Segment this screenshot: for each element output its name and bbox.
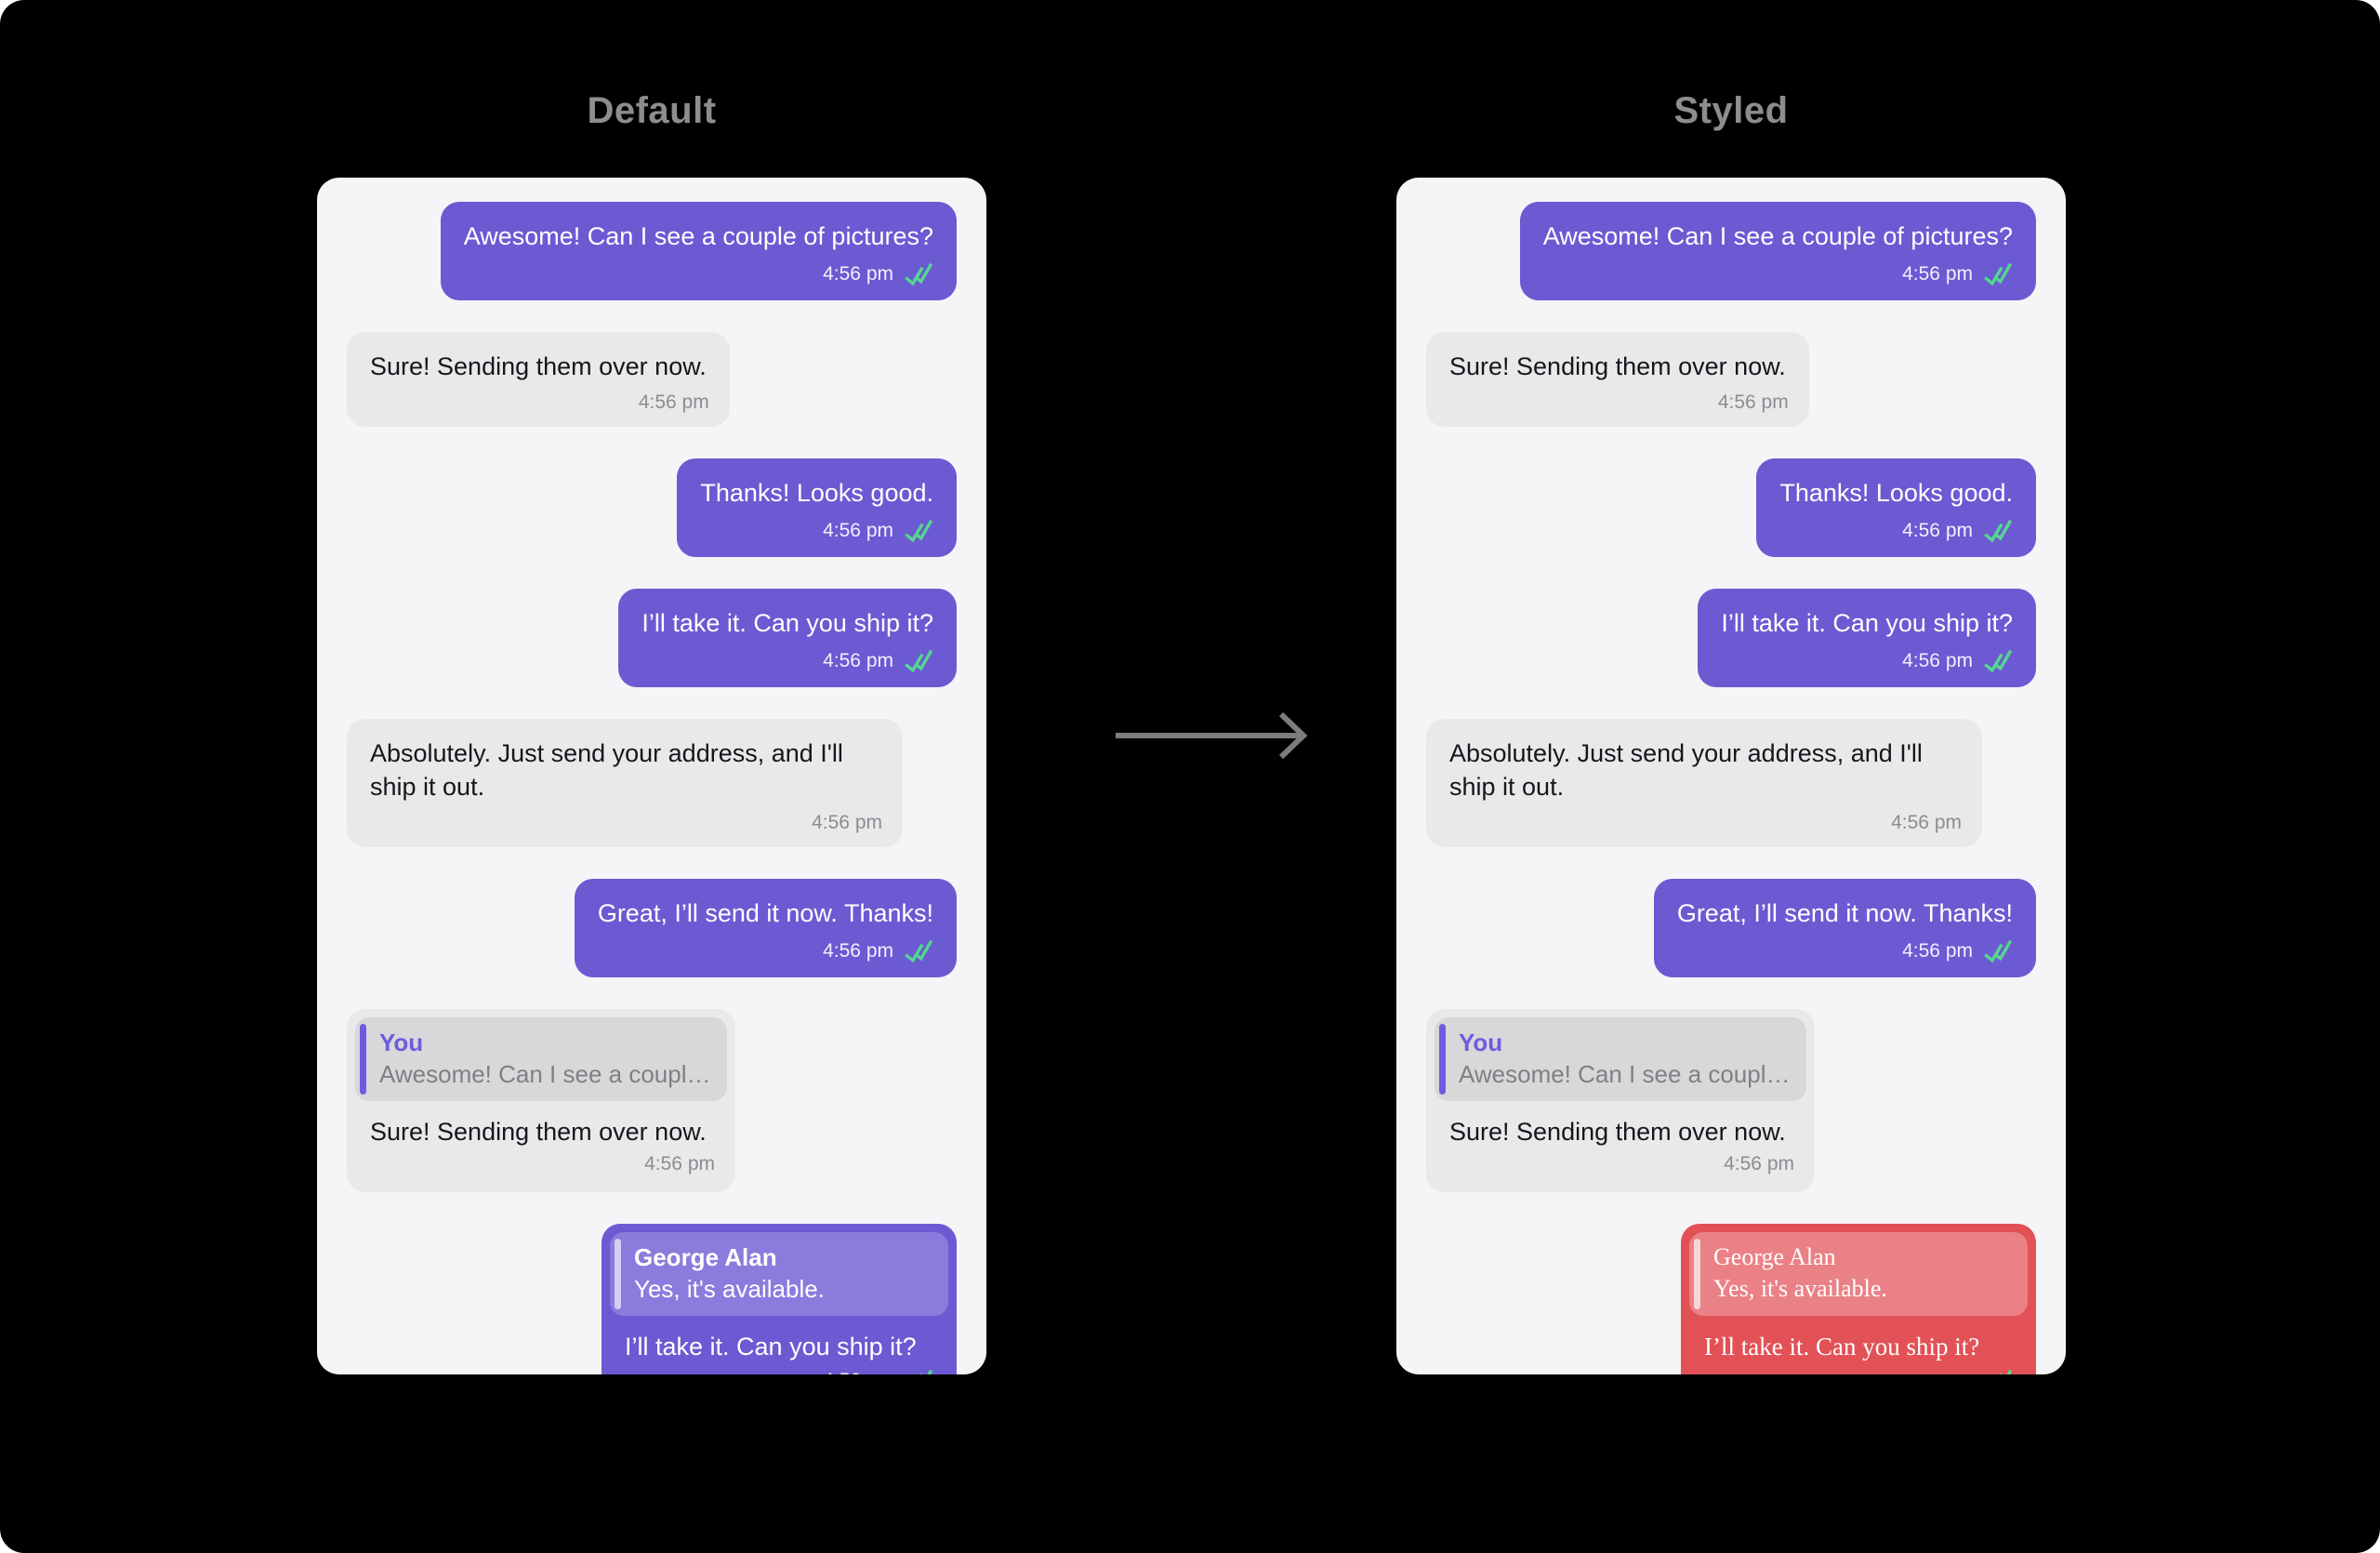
transform-arrow-icon xyxy=(1112,707,1315,764)
message-text: I’ll take it. Can you ship it? xyxy=(641,609,933,637)
message-outgoing: I’ll take it. Can you ship it? 4:56 pm xyxy=(1698,589,2036,687)
message-meta: 4:56 pm xyxy=(1654,937,2036,977)
reply-accent-bar xyxy=(1694,1239,1700,1309)
message-time: 4:56 pm xyxy=(1717,392,1789,413)
reply-text: Yes, it's available. xyxy=(634,1275,825,1303)
message-outgoing: Awesome! Can I see a couple of pictures?… xyxy=(1519,202,2036,300)
reply-text: Yes, it's available. xyxy=(1713,1275,1887,1302)
message-outgoing: Awesome! Can I see a couple of pictures?… xyxy=(440,202,957,300)
message-meta: 4:56 pm xyxy=(441,260,957,300)
message-time: 4:56 pm xyxy=(1902,650,1973,671)
panel-title-default: Default xyxy=(587,90,717,131)
message-text: Sure! Sending them over now. xyxy=(370,352,707,380)
message-meta: 4:56 pm xyxy=(355,1152,727,1184)
reply-author: You xyxy=(379,1029,424,1056)
message-text: Thanks! Looks good. xyxy=(1779,479,2013,507)
reply-accent-bar xyxy=(1439,1024,1446,1095)
message-text: I’ll take it. Can you ship it? xyxy=(1721,609,2013,637)
double-check-icon xyxy=(902,517,938,547)
double-check-icon xyxy=(902,1367,938,1374)
message-outgoing: Great, I’ll send it now. Thanks! 4:56 pm xyxy=(574,879,957,977)
double-check-icon xyxy=(1981,517,2017,547)
message-meta: 4:56 pm xyxy=(1435,1152,1806,1184)
message-time: 4:56 pm xyxy=(1724,1153,1794,1175)
message-text: Sure! Sending them over now. xyxy=(370,1118,707,1146)
message-time: 4:56 pm xyxy=(823,520,893,541)
message-outgoing: Thanks! Looks good. 4:56 pm xyxy=(677,458,957,557)
message-time: 4:56 pm xyxy=(1902,940,1973,962)
double-check-icon xyxy=(902,647,938,677)
message-meta: 4:56 pm xyxy=(1689,1367,2028,1374)
panel-title-styled: Styled xyxy=(1673,90,1789,131)
message-meta: 4:56 pm xyxy=(575,937,957,977)
double-check-icon xyxy=(1981,1367,2017,1374)
message-meta: 4:56 pm xyxy=(347,391,730,427)
message-text: Great, I’ll send it now. Thanks! xyxy=(1676,899,2013,927)
chat-panel-default[interactable]: Awesome! Can I see a couple of pictures?… xyxy=(317,178,986,1374)
double-check-icon xyxy=(1981,260,2017,290)
chat-panel-styled[interactable]: Awesome! Can I see a couple of pictures?… xyxy=(1396,178,2066,1374)
reply-author: George Alan xyxy=(634,1243,777,1271)
message-time: 4:56 pm xyxy=(1902,520,1973,541)
message-meta: 4:56 pm xyxy=(1756,517,2036,557)
message-time: 4:56 pm xyxy=(823,263,893,285)
message-text: Awesome! Can I see a couple of pictures? xyxy=(1542,222,2013,250)
reply-text: Awesome! Can I see a couple of… xyxy=(1459,1060,1793,1088)
double-check-icon xyxy=(902,937,938,967)
double-check-icon xyxy=(1981,937,2017,967)
message-incoming: Sure! Sending them over now. 4:56 pm xyxy=(347,332,730,427)
message-meta: 4:56 pm xyxy=(610,1367,948,1374)
message-incoming: Sure! Sending them over now. 4:56 pm xyxy=(1426,332,1809,427)
message-time: 4:56 pm xyxy=(1909,1369,1973,1374)
message-time: 4:56 pm xyxy=(644,1153,715,1175)
message-text: Absolutely. Just send your address, and … xyxy=(1449,739,1923,801)
reply-accent-bar xyxy=(360,1024,366,1095)
message-text: I’ll take it. Can you ship it? xyxy=(625,1333,917,1361)
double-check-icon xyxy=(902,260,938,290)
message-time: 4:56 pm xyxy=(823,1369,893,1374)
message-outgoing: I’ll take it. Can you ship it? 4:56 pm xyxy=(618,589,957,687)
message-meta: 4:56 pm xyxy=(1426,811,1982,847)
message-text: Great, I’ll send it now. Thanks! xyxy=(597,899,933,927)
reply-accent-bar xyxy=(615,1239,621,1309)
message-text: Sure! Sending them over now. xyxy=(1449,352,1786,380)
message-incoming: Absolutely. Just send your address, and … xyxy=(1426,719,1982,847)
message-text: Absolutely. Just send your address, and … xyxy=(370,739,843,801)
message-outgoing: Great, I’ll send it now. Thanks! 4:56 pm xyxy=(1653,879,2036,977)
message-text: Thanks! Looks good. xyxy=(700,479,933,507)
message-incoming: Absolutely. Just send your address, and … xyxy=(347,719,903,847)
message-text: I’ll take it. Can you ship it? xyxy=(1704,1333,1980,1361)
reply-author: George Alan xyxy=(1713,1243,1836,1270)
message-time: 4:56 pm xyxy=(1902,263,1973,285)
message-time: 4:56 pm xyxy=(1891,812,1962,833)
message-time: 4:56 pm xyxy=(823,650,893,671)
message-meta: 4:56 pm xyxy=(347,811,903,847)
message-text: Awesome! Can I see a couple of pictures? xyxy=(463,222,933,250)
message-meta: 4:56 pm xyxy=(1520,260,2036,300)
message-meta: 4:56 pm xyxy=(677,517,957,557)
message-outgoing: Thanks! Looks good. 4:56 pm xyxy=(1756,458,2036,557)
message-meta: 4:56 pm xyxy=(618,647,957,687)
message-meta: 4:56 pm xyxy=(1698,647,2036,687)
message-meta: 4:56 pm xyxy=(1426,391,1809,427)
double-check-icon xyxy=(1981,647,2017,677)
reply-text: Awesome! Can I see a couple of… xyxy=(379,1060,714,1088)
message-time: 4:56 pm xyxy=(823,940,893,962)
reply-author: You xyxy=(1459,1029,1503,1056)
message-time: 4:56 pm xyxy=(638,392,709,413)
message-text: Sure! Sending them over now. xyxy=(1449,1118,1786,1146)
message-time: 4:56 pm xyxy=(812,812,882,833)
